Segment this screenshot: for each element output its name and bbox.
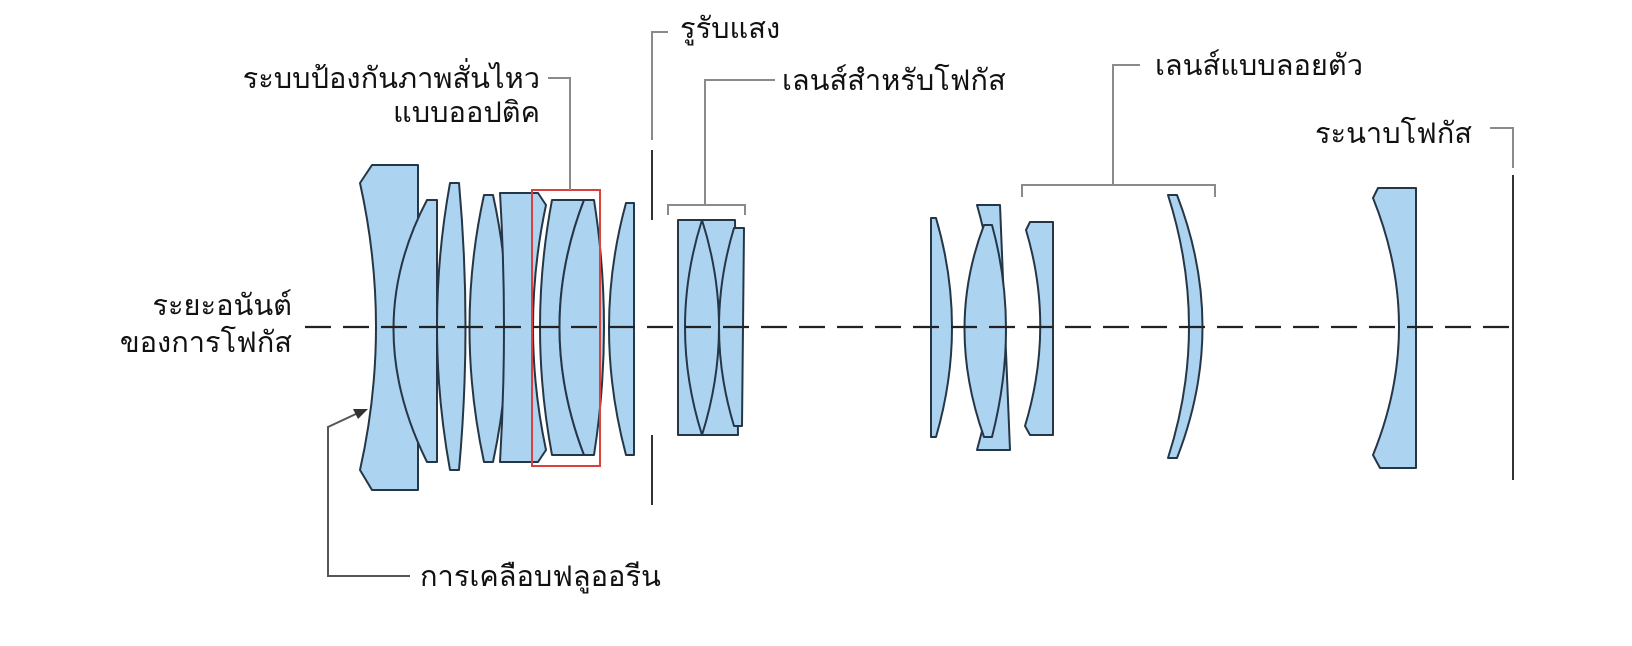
lens-element-14 <box>1024 221 1054 436</box>
aperture-label: รูรับแสง <box>680 11 780 46</box>
stabilizer-highlight-box <box>531 189 601 467</box>
lens-element-16 <box>1372 187 1417 469</box>
lens-element-8 <box>608 202 635 456</box>
lens-element-3 <box>436 182 467 471</box>
front-group <box>359 164 635 491</box>
stabilizer-label-line1: ระบบป้องกันภาพสั่นไหว <box>243 58 540 95</box>
lens-element-5 <box>499 192 547 463</box>
focus-lens-leader <box>667 79 775 215</box>
fluorine-leader <box>327 409 410 577</box>
lens-element-2 <box>392 199 438 463</box>
infinity-focus-label-line2: ของการโฟกัส <box>120 325 292 359</box>
fluorine-coating-label: การเคลือบฟลูออรีน <box>420 559 661 594</box>
focal-plane-leader <box>1490 127 1514 168</box>
rear-group <box>930 187 1417 469</box>
lens-element-15 <box>1167 194 1204 459</box>
focal-plane-label: ระนาบโฟกัส <box>1315 116 1472 150</box>
infinity-focus-label-line1: ระยะอนันต์ <box>152 288 292 322</box>
focus-lens-label: เลนส์สำหรับโฟกัส <box>782 63 1006 97</box>
floating-lens-label: เลนส์แบบลอยตัว <box>1155 48 1363 82</box>
arrow-icon <box>353 409 368 419</box>
lens-element-11 <box>930 217 953 438</box>
stabilizer-leader <box>548 77 571 190</box>
aperture-marker <box>651 31 668 505</box>
floating-lens-leader <box>1021 64 1216 197</box>
stabilizer-label-line2: แบบออปติค <box>393 95 540 129</box>
lens-element-12 <box>963 224 1007 438</box>
